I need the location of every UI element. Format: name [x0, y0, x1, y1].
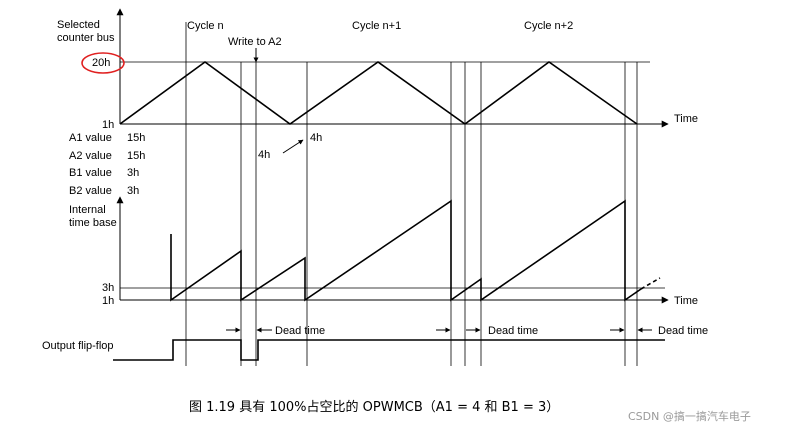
b1-value: 3h — [127, 167, 139, 179]
b2-value: 3h — [127, 185, 139, 197]
tick-label-3h: 3h — [102, 282, 114, 294]
counter-triangle-wave — [119, 61, 638, 125]
a2-value: 15h — [127, 150, 145, 162]
a1-value: 15h — [127, 132, 145, 144]
compare-values-table: A1 value 15h A2 value 15h B1 value 3h B2… — [69, 132, 145, 197]
top-y-axis-label-line-2: counter bus — [57, 32, 115, 44]
output-flip-flop-label: Output flip-flop — [42, 340, 114, 352]
top-y-axis-label-line-1: Selected — [57, 19, 100, 31]
a1-value-label: A1 value — [69, 132, 112, 144]
internal-axes — [116, 196, 669, 304]
top-axes — [116, 8, 669, 128]
time-axis-label-bottom: Time — [674, 295, 698, 307]
tick-label-1h-bottom: 1h — [102, 295, 114, 307]
time-axis-label-top: Time — [674, 113, 698, 125]
watermark: CSDN @搞一搞汽车电子 — [628, 409, 751, 423]
dead-time-label-3: Dead time — [658, 325, 708, 337]
b1-value-label: B1 value — [69, 167, 112, 179]
cycle-n-label: Cycle n — [187, 20, 224, 32]
figure-caption: 图 1.19 具有 100%占空比的 OPWMCB（A1 = 4 和 B1 = … — [189, 399, 559, 415]
dead-time-label-1: Dead time — [275, 325, 325, 337]
a2-value-label: A2 value — [69, 150, 112, 162]
tick-label-20h: 20h — [92, 57, 110, 69]
delta-4h-label-left: 4h — [258, 149, 270, 161]
highlight-20h-ellipse — [81, 52, 125, 74]
cycle-n-plus-2-label: Cycle n+2 — [524, 20, 573, 32]
cycle-n-plus-1-label: Cycle n+1 — [352, 20, 401, 32]
internal-time-base-continuation — [640, 277, 661, 290]
internal-time-base-label-line-1: Internal — [69, 204, 106, 216]
delta-4h-label-right: 4h — [310, 132, 322, 144]
tick-label-1h-top: 1h — [102, 119, 114, 131]
delta-4h-arrow — [282, 139, 304, 154]
b2-value-label: B2 value — [69, 185, 112, 197]
output-flip-flop-waveform — [113, 339, 665, 361]
internal-time-base-label-line-2: time base — [69, 217, 117, 229]
vertical-guide-lines — [185, 22, 638, 366]
internal-time-base-sawtooth — [170, 199, 642, 302]
dead-time-label-2: Dead time — [488, 325, 538, 337]
write-to-a2-label: Write to A2 — [228, 36, 282, 48]
